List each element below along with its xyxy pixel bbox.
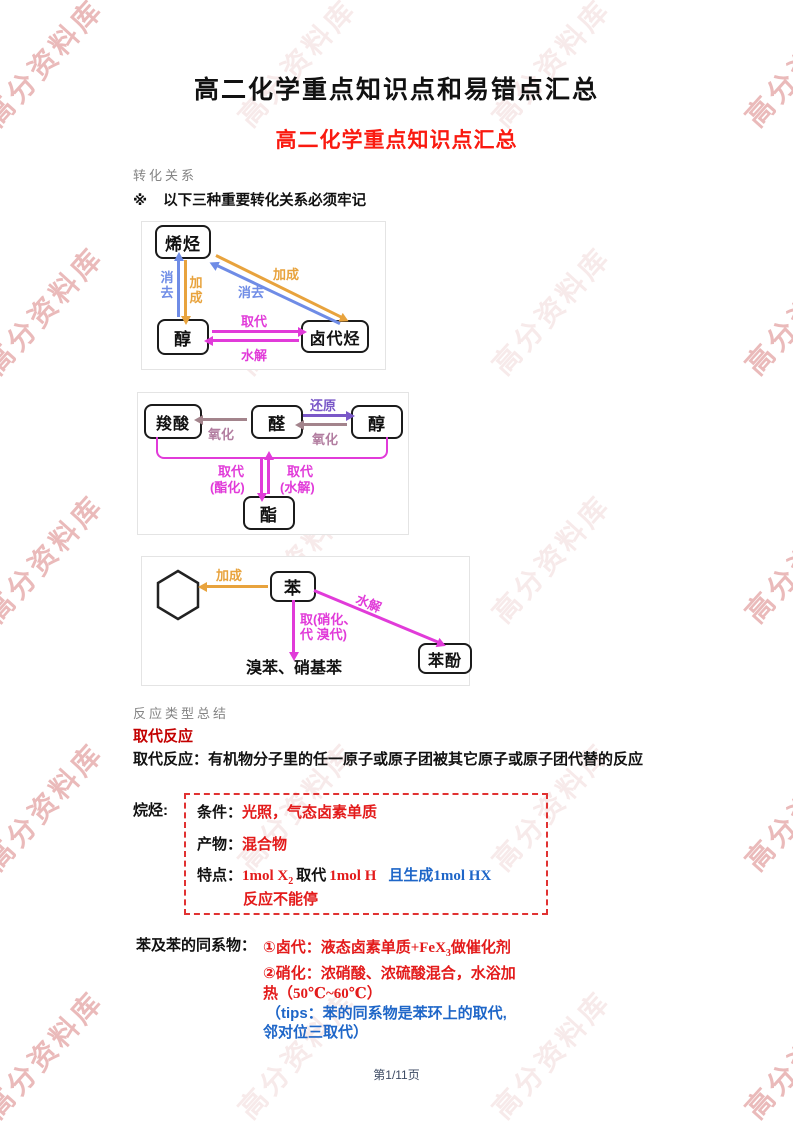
watermark-text: 高分资料库 (0, 241, 110, 381)
label-hydrolysis: 水解 (241, 348, 268, 363)
label-sub-esterification-1: 取代 (218, 464, 245, 479)
watermark-text: 高分资料库 (739, 489, 793, 629)
label-benzene-addition: 加成 (216, 568, 243, 583)
watermark-text: 高分资料库 (739, 737, 793, 877)
oxidation-arrow-right (303, 423, 347, 426)
label-reduction: 还原 (310, 398, 337, 413)
substitution-definition: 取代反应：有机物分子里的任一原子或原子团被其它原子或原子团代替的反应 (133, 751, 644, 768)
node-alcohol2: 醇 (351, 405, 403, 439)
page-title: 高二化学重点知识点和易错点汇总 (193, 76, 599, 104)
watermark-text: 高分资料库 (486, 0, 617, 133)
nitration-re: 热 (263, 985, 279, 1002)
label-substitution: 取代 (241, 314, 268, 329)
product-key: 产物： (197, 836, 243, 853)
label-elimination-vertical: 消去 (160, 270, 174, 300)
watermark-text: 高分资料库 (739, 241, 793, 381)
substitution-arrow (212, 330, 299, 333)
hydrolysis-arrow (212, 339, 299, 342)
esterification-down-arrow (260, 459, 263, 494)
watermark-text: 高分资料库 (232, 0, 363, 133)
nitration-temp: （50℃~60℃） (278, 986, 382, 1002)
feature-x2: 1mol X2 (242, 868, 294, 887)
node-carboxylic-acid: 羧酸 (144, 404, 202, 439)
benzene-series-label: 苯及苯的同系物： (136, 937, 257, 954)
label-benzene-substitution-1: 取(硝化、 (300, 612, 357, 627)
watermark-text: 高分资料库 (486, 489, 617, 629)
watermark-text: 高分资料库 (739, 985, 793, 1122)
halogenation-num: ①卤代： (263, 939, 321, 956)
node-haloalkane: 卤代烃 (301, 320, 369, 353)
label-benzene-substitution-2: 代 溴代) (300, 627, 347, 642)
section-reaction-label: 反应类型总结 (133, 706, 230, 721)
nitration-line: ②硝化：浓硝酸、浓硫酸混合，水浴加 (263, 965, 516, 982)
addition-down-arrow (184, 260, 187, 317)
watermark-text: 高分资料库 (0, 489, 110, 629)
benzene-addition-arrow (206, 585, 268, 588)
halogenation-line: ①卤代：液态卤素单质+FeX3做催化剂 (263, 936, 511, 959)
label-addition-vertical: 加成 (189, 275, 203, 305)
node-benzene: 苯 (270, 571, 316, 602)
node-alcohol: 醇 (157, 319, 209, 355)
feature-line2: 反应不能停 (243, 891, 319, 908)
benzene-substitution-arrow (292, 600, 295, 653)
label-benzene-hydrolysis: 水解 (353, 591, 384, 616)
tips-line: （tips：苯的同系物是苯环上的取代, (266, 1005, 507, 1022)
halogenation-cjk: 液态卤素单质 (320, 939, 411, 956)
feature-black: 取代 (296, 867, 327, 884)
watermark-text: 高分资料库 (486, 241, 617, 381)
diagram-acid-aldehyde-alcohol-ester: 羧酸 醛 醇 酯 氧化 还原 氧化 取代 (酯化) 取代 (水解) (137, 392, 409, 535)
feature-h: 1mol H (329, 868, 377, 884)
benzene-products-text: 溴苯、硝基苯 (246, 660, 343, 677)
feature-blue-latin: 1mol HX (433, 868, 492, 884)
cyclohexane-hexagon-icon (156, 569, 200, 621)
condition-row: 条件：光照，气态卤素单质 (197, 801, 377, 822)
label-addition-diagonal: 加成 (273, 267, 300, 282)
product-value: 混合物 (242, 836, 288, 853)
label-elimination-diagonal: 消去 (238, 285, 265, 300)
condition-key: 条件： (197, 804, 243, 821)
page-number: 第1/11页 (373, 1068, 420, 1082)
label-sub-hydrolysis-1: 取代 (287, 464, 314, 479)
alkane-dashed-box (184, 793, 548, 915)
transform-note: ※ 以下三种重要转化关系必须牢记 (133, 189, 366, 210)
label-sub-hydrolysis-2: (水解) (280, 480, 315, 495)
feature-key: 特点： (197, 867, 243, 884)
elimination-up-arrow (177, 260, 180, 317)
transform-note-text: 以下三种重要转化关系必须牢记 (163, 193, 367, 209)
watermark-text: 高分资料库 (0, 985, 110, 1122)
label-sub-esterification-2: (酯化) (210, 480, 245, 495)
halogenation-cjk2: 做催化剂 (450, 939, 511, 956)
substitution-heading: 取代反应 (133, 728, 194, 745)
nitration-line2: 热（50℃~60℃） (263, 982, 382, 1003)
transform-note-marker: ※ (133, 193, 148, 209)
oxidation-arrow-left (202, 418, 247, 421)
label-oxidation-right: 氧化 (312, 432, 339, 447)
hydrolysis-up-arrow (267, 459, 270, 494)
condition-value: 光照，气态卤素单质 (242, 804, 378, 821)
product-row: 产物：混合物 (197, 833, 287, 854)
watermark-text: 高分资料库 (0, 737, 110, 877)
diagram-benzene: 苯 苯酚 加成 取(硝化、 代 溴代) 溴苯、硝基苯 水解 (141, 556, 472, 686)
page-subtitle: 高二化学重点知识点汇总 (275, 129, 518, 152)
halogenation-fex: +FeX3 (410, 940, 451, 959)
feature-blue-cjk: 且生成 (388, 867, 434, 884)
alkane-label: 烷烃: (133, 802, 168, 819)
label-oxidation-left: 氧化 (208, 427, 235, 442)
diagram-alkene-alcohol-haloalkane: 烯烃 醇 卤代烃 消去 加成 加成 消去 取代 水解 (141, 221, 386, 370)
section-transform-label: 转化关系 (133, 168, 198, 183)
tips-line2: 邻对位三取代） (263, 1024, 369, 1041)
watermark-text: 高分资料库 (739, 0, 793, 133)
node-ester: 酯 (243, 496, 295, 530)
reduction-arrow (303, 414, 347, 417)
watermark-text: 高分资料库 (0, 0, 110, 133)
